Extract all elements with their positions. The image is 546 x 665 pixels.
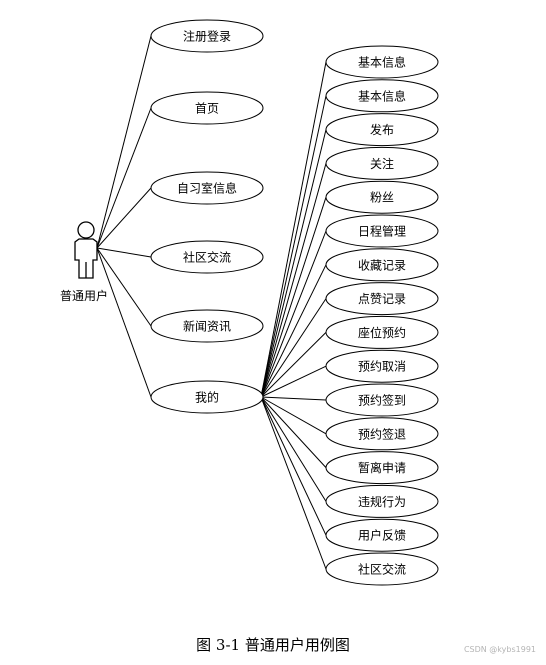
right-use-case-13: [325, 484, 439, 518]
right-use-case-0: [325, 45, 439, 79]
right-use-case-2: [325, 113, 439, 147]
right-use-case-14: [325, 518, 439, 552]
right-use-case-label-11: 预约签退: [358, 426, 406, 441]
right-use-case-label-3: 关注: [370, 156, 394, 171]
right-use-case-1: [325, 79, 439, 113]
include-association-10: [260, 396, 327, 401]
right-use-cases: 基本信息基本信息发布关注粉丝日程管理收藏记录点赞记录座位预约预约取消预约签到预约…: [325, 45, 439, 586]
right-use-case-label-2: 发布: [370, 122, 394, 137]
right-use-case-5: [325, 214, 439, 248]
left-use-case-4: [150, 309, 264, 343]
right-use-case-3: [325, 146, 439, 180]
right-use-case-label-12: 暂离申请: [358, 460, 406, 475]
left-use-case-label-2: 自习室信息: [177, 181, 237, 196]
actor-association-3: [96, 247, 152, 258]
include-association-14: [260, 396, 327, 536]
left-use-case-label-5: 我的: [195, 390, 219, 405]
include-association-0: [260, 61, 327, 398]
include-association-13: [260, 396, 327, 502]
right-use-case-11: [325, 417, 439, 451]
include-association-6: [260, 264, 327, 398]
right-use-case-6: [325, 248, 439, 282]
right-use-case-15: [325, 552, 439, 586]
right-use-case-label-13: 违规行为: [358, 494, 406, 509]
watermark: CSDN @kybs1991: [463, 645, 536, 654]
right-use-case-8: [325, 315, 439, 349]
include-association-12: [260, 396, 327, 468]
include-association-8: [260, 332, 327, 398]
left-use-case-5: [150, 380, 264, 414]
actor: [74, 221, 98, 279]
right-use-case-label-5: 日程管理: [358, 224, 406, 239]
left-use-case-1: [150, 91, 264, 125]
include-association-5: [260, 230, 327, 398]
right-use-case-9: [325, 349, 439, 383]
right-use-case-label-8: 座位预约: [358, 325, 406, 340]
include-association-15: [260, 396, 327, 570]
right-use-case-4: [325, 180, 439, 214]
left-use-case-label-1: 首页: [195, 102, 219, 116]
actor-head: [77, 221, 95, 239]
include-association-11: [260, 396, 327, 435]
right-use-case-label-1: 基本信息: [358, 88, 406, 103]
right-use-case-12: [325, 451, 439, 485]
right-use-case-10: [325, 383, 439, 417]
actor-label: 普通用户: [60, 288, 108, 303]
left-use-case-label-4: 新闻资讯: [183, 319, 231, 334]
right-use-case-label-7: 点赞记录: [358, 292, 406, 306]
include-association-3: [260, 163, 327, 398]
actor-association-5: [96, 247, 152, 398]
include-association-9: [260, 365, 327, 398]
actor-association-0: [96, 35, 152, 249]
right-use-case-label-6: 收藏记录: [358, 258, 406, 272]
right-use-case-7: [325, 282, 439, 316]
left-use-case-3: [150, 240, 264, 274]
left-use-case-label-0: 注册登录: [183, 29, 231, 44]
actor-association-4: [96, 247, 152, 327]
right-use-case-label-0: 基本信息: [358, 55, 406, 70]
right-use-case-label-10: 预约签到: [358, 393, 406, 408]
actor-body: [74, 238, 98, 279]
include-association-2: [260, 129, 327, 398]
left-use-case-2: [150, 171, 264, 205]
include-association-7: [260, 298, 327, 398]
left-use-case-label-3: 社区交流: [183, 250, 231, 265]
right-use-case-label-4: 粉丝: [370, 191, 394, 205]
right-use-case-label-14: 用户反馈: [358, 528, 406, 543]
actor-association-2: [96, 187, 152, 249]
right-use-case-label-15: 社区交流: [358, 562, 406, 577]
include-association-1: [260, 95, 327, 398]
right-use-case-label-9: 预约取消: [358, 359, 406, 374]
figure-caption: 图 3-1 普通用户用例图: [196, 636, 350, 654]
left-use-case-0: [150, 19, 264, 53]
association-lines: [96, 35, 327, 570]
actor-association-1: [96, 107, 152, 249]
include-association-4: [260, 197, 327, 398]
